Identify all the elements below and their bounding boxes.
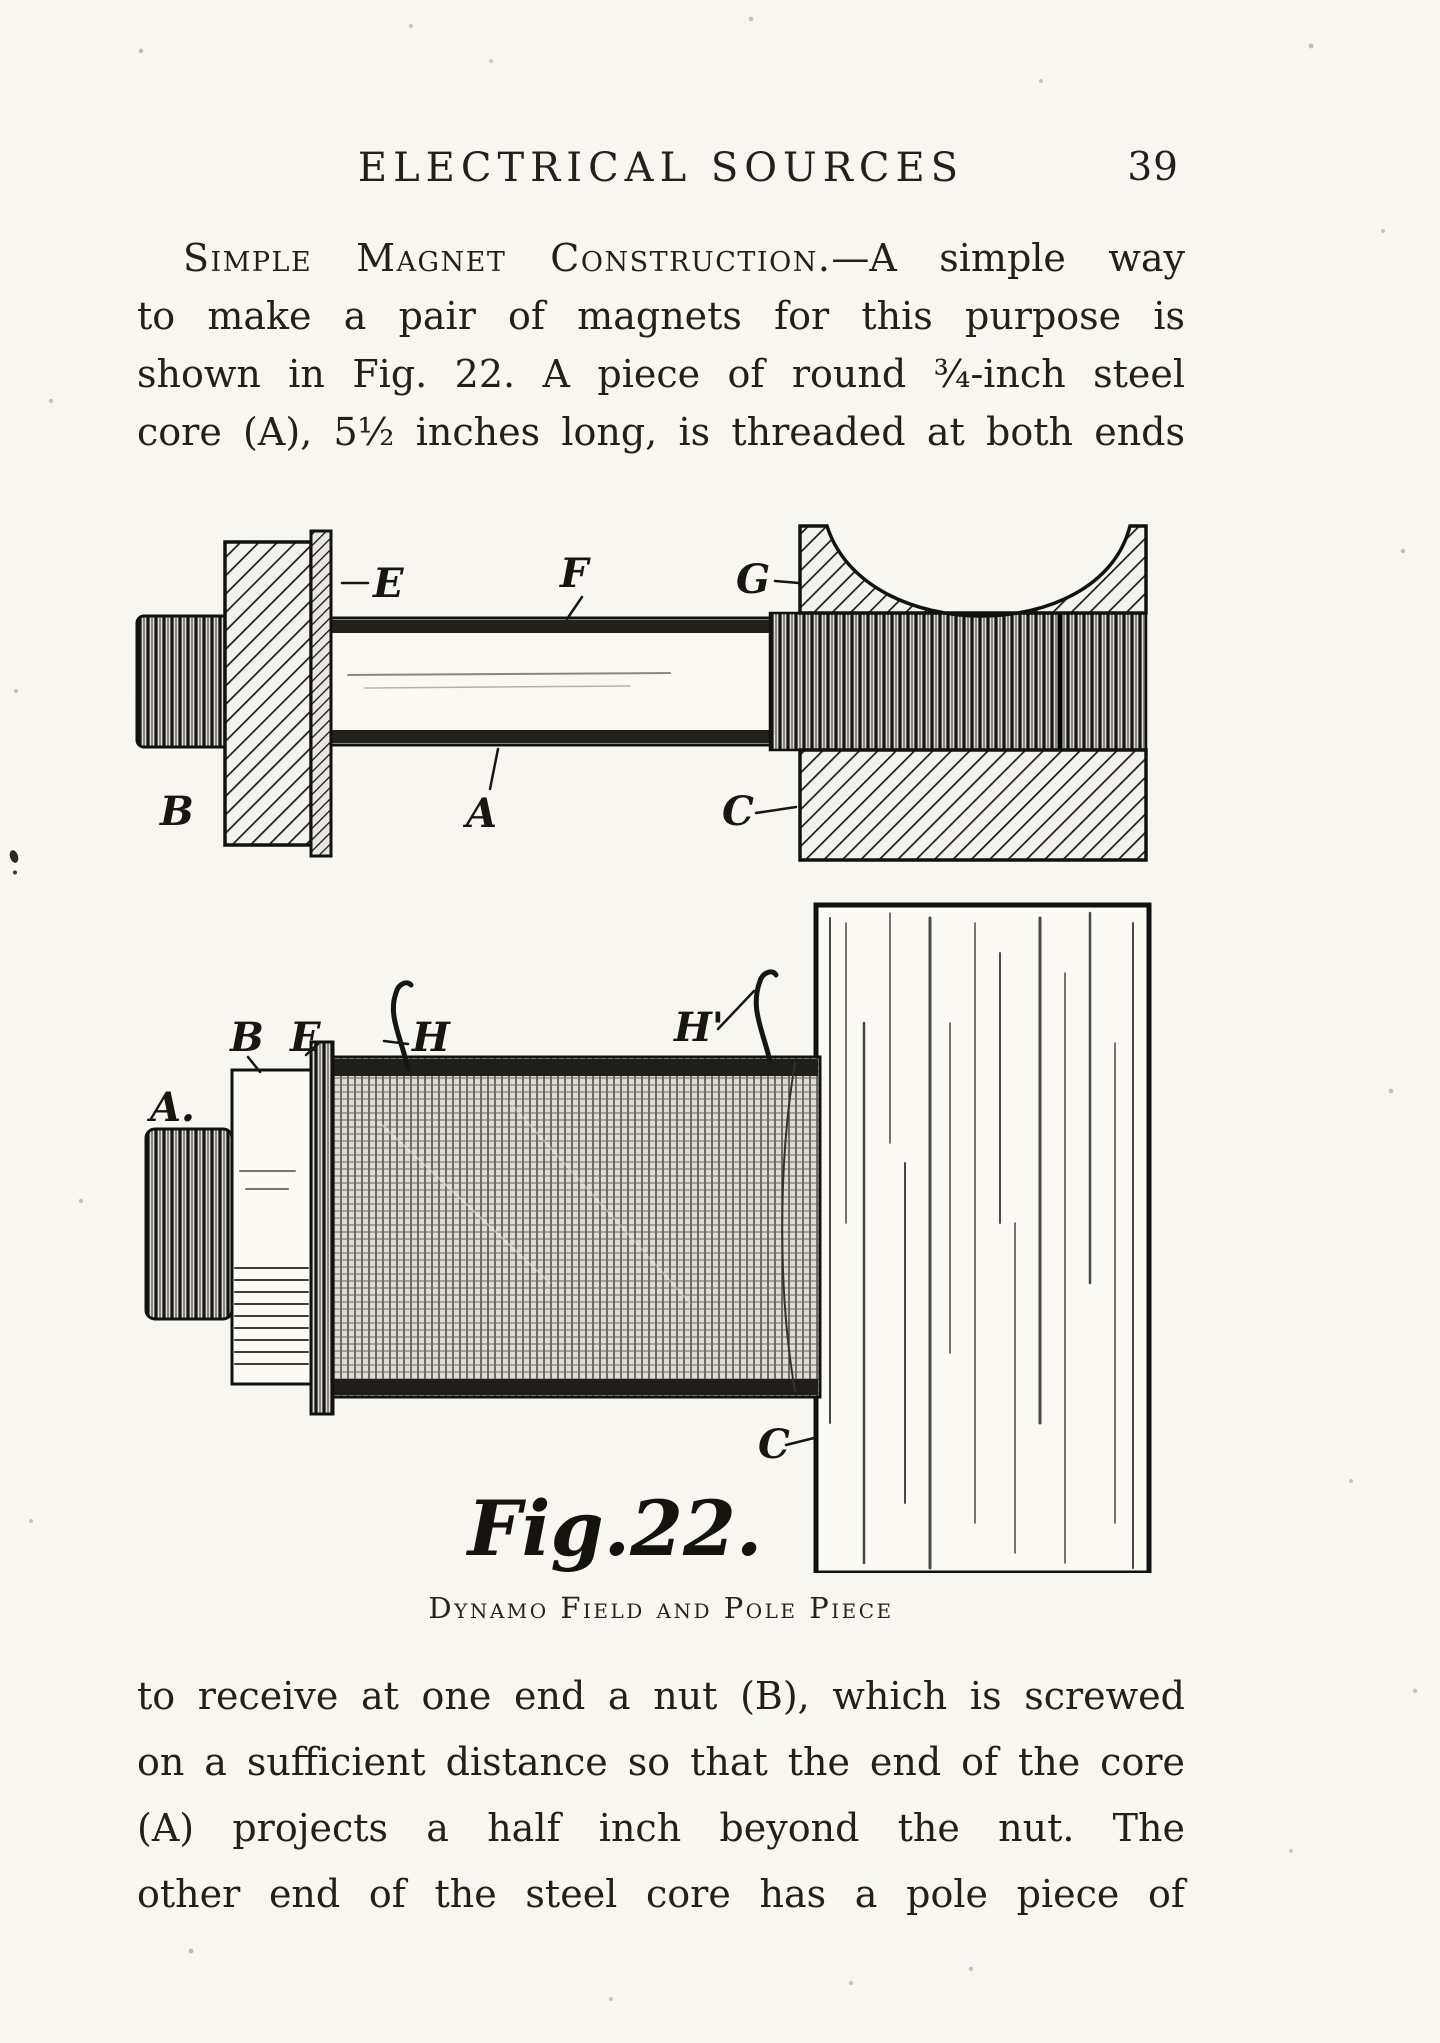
text-column: ELECTRICAL SOURCES 39 Simple Magnet Cons…	[135, 145, 1185, 1927]
label-f-top: F	[559, 550, 591, 597]
nut-b	[223, 540, 313, 847]
paragraph-line: (A) projects a half inch beyond the nut.…	[137, 1806, 1185, 1850]
steel-core-rod	[327, 616, 791, 747]
paragraph-intro: Simple Magnet Construction.—A simple way…	[137, 229, 1185, 461]
pole-piece-front	[813, 902, 1152, 1573]
paragraph-line: to make a pair of magnets for this purpo…	[137, 294, 1185, 338]
threaded-rod-end-a	[144, 1127, 234, 1321]
figure-illustration: E F G B A C	[135, 524, 1152, 1573]
label-e-side: E	[289, 1014, 321, 1061]
paragraph-line: Simple Magnet Construction.—A simple way	[137, 229, 1185, 287]
label-a-side: A.	[146, 1084, 195, 1131]
coil-lead-wire-h-prime	[753, 969, 779, 1064]
washer-e-side	[309, 1040, 335, 1416]
washer-e	[309, 529, 333, 858]
ink-blot	[8, 849, 20, 864]
label-e-top: E	[372, 560, 404, 607]
running-title: ELECTRICAL SOURCES	[357, 145, 965, 191]
label-g-top: G	[736, 556, 770, 603]
coil-lead-wire-h	[390, 980, 414, 1071]
paragraph-line: shown in Fig. 22. A piece of round ¾-inc…	[137, 352, 1185, 396]
paragraph-line: other end of the steel core has a pole p…	[137, 1872, 1185, 1916]
pole-piece-bottom-section	[798, 748, 1148, 862]
paragraph-line: core (A), 5½ inches long, is threaded at…	[137, 410, 1185, 454]
lead-in-small-caps: Simple Magnet Construction.	[183, 236, 832, 280]
paragraph-line: to receive at one end a nut (B), which i…	[137, 1674, 1185, 1718]
pole-piece-shading	[829, 911, 1134, 1570]
paragraph-line: on a sufficient distance so that the end…	[137, 1740, 1185, 1784]
label-b-side: B	[229, 1014, 264, 1061]
fig22-side-view: A. B E H H' C Fig.22.	[144, 902, 1152, 1573]
paragraph-text: —A simple way	[831, 236, 1185, 280]
pole-piece-top-section	[798, 524, 1148, 618]
nut-b-side	[230, 1068, 313, 1386]
label-a-top: A	[462, 790, 497, 837]
label-b-top: B	[159, 788, 194, 835]
fig22-top-view: E F G B A C	[135, 524, 1148, 862]
leader-lines-side	[246, 989, 816, 1447]
figure-22: E F G B A C	[135, 523, 1185, 1625]
threaded-rod-end-right	[768, 611, 1148, 752]
label-c-top: C	[722, 788, 754, 835]
threaded-rod-end-left	[135, 614, 234, 749]
leader-lines-top	[340, 579, 801, 815]
figure-caption: Dynamo Field and Pole Piece	[428, 1591, 894, 1625]
paragraph-body: to receive at one end a nut (B), which i…	[137, 1663, 1185, 1927]
page-number: 39	[1127, 145, 1179, 190]
page-header: ELECTRICAL SOURCES 39	[137, 145, 1185, 201]
coil-winding	[318, 1055, 822, 1399]
label-c-side: C	[758, 1421, 790, 1468]
label-h-prime-side: H'	[673, 1004, 724, 1051]
figure-number: Fig.22.	[466, 1484, 763, 1573]
label-h-side: H	[411, 1014, 451, 1061]
